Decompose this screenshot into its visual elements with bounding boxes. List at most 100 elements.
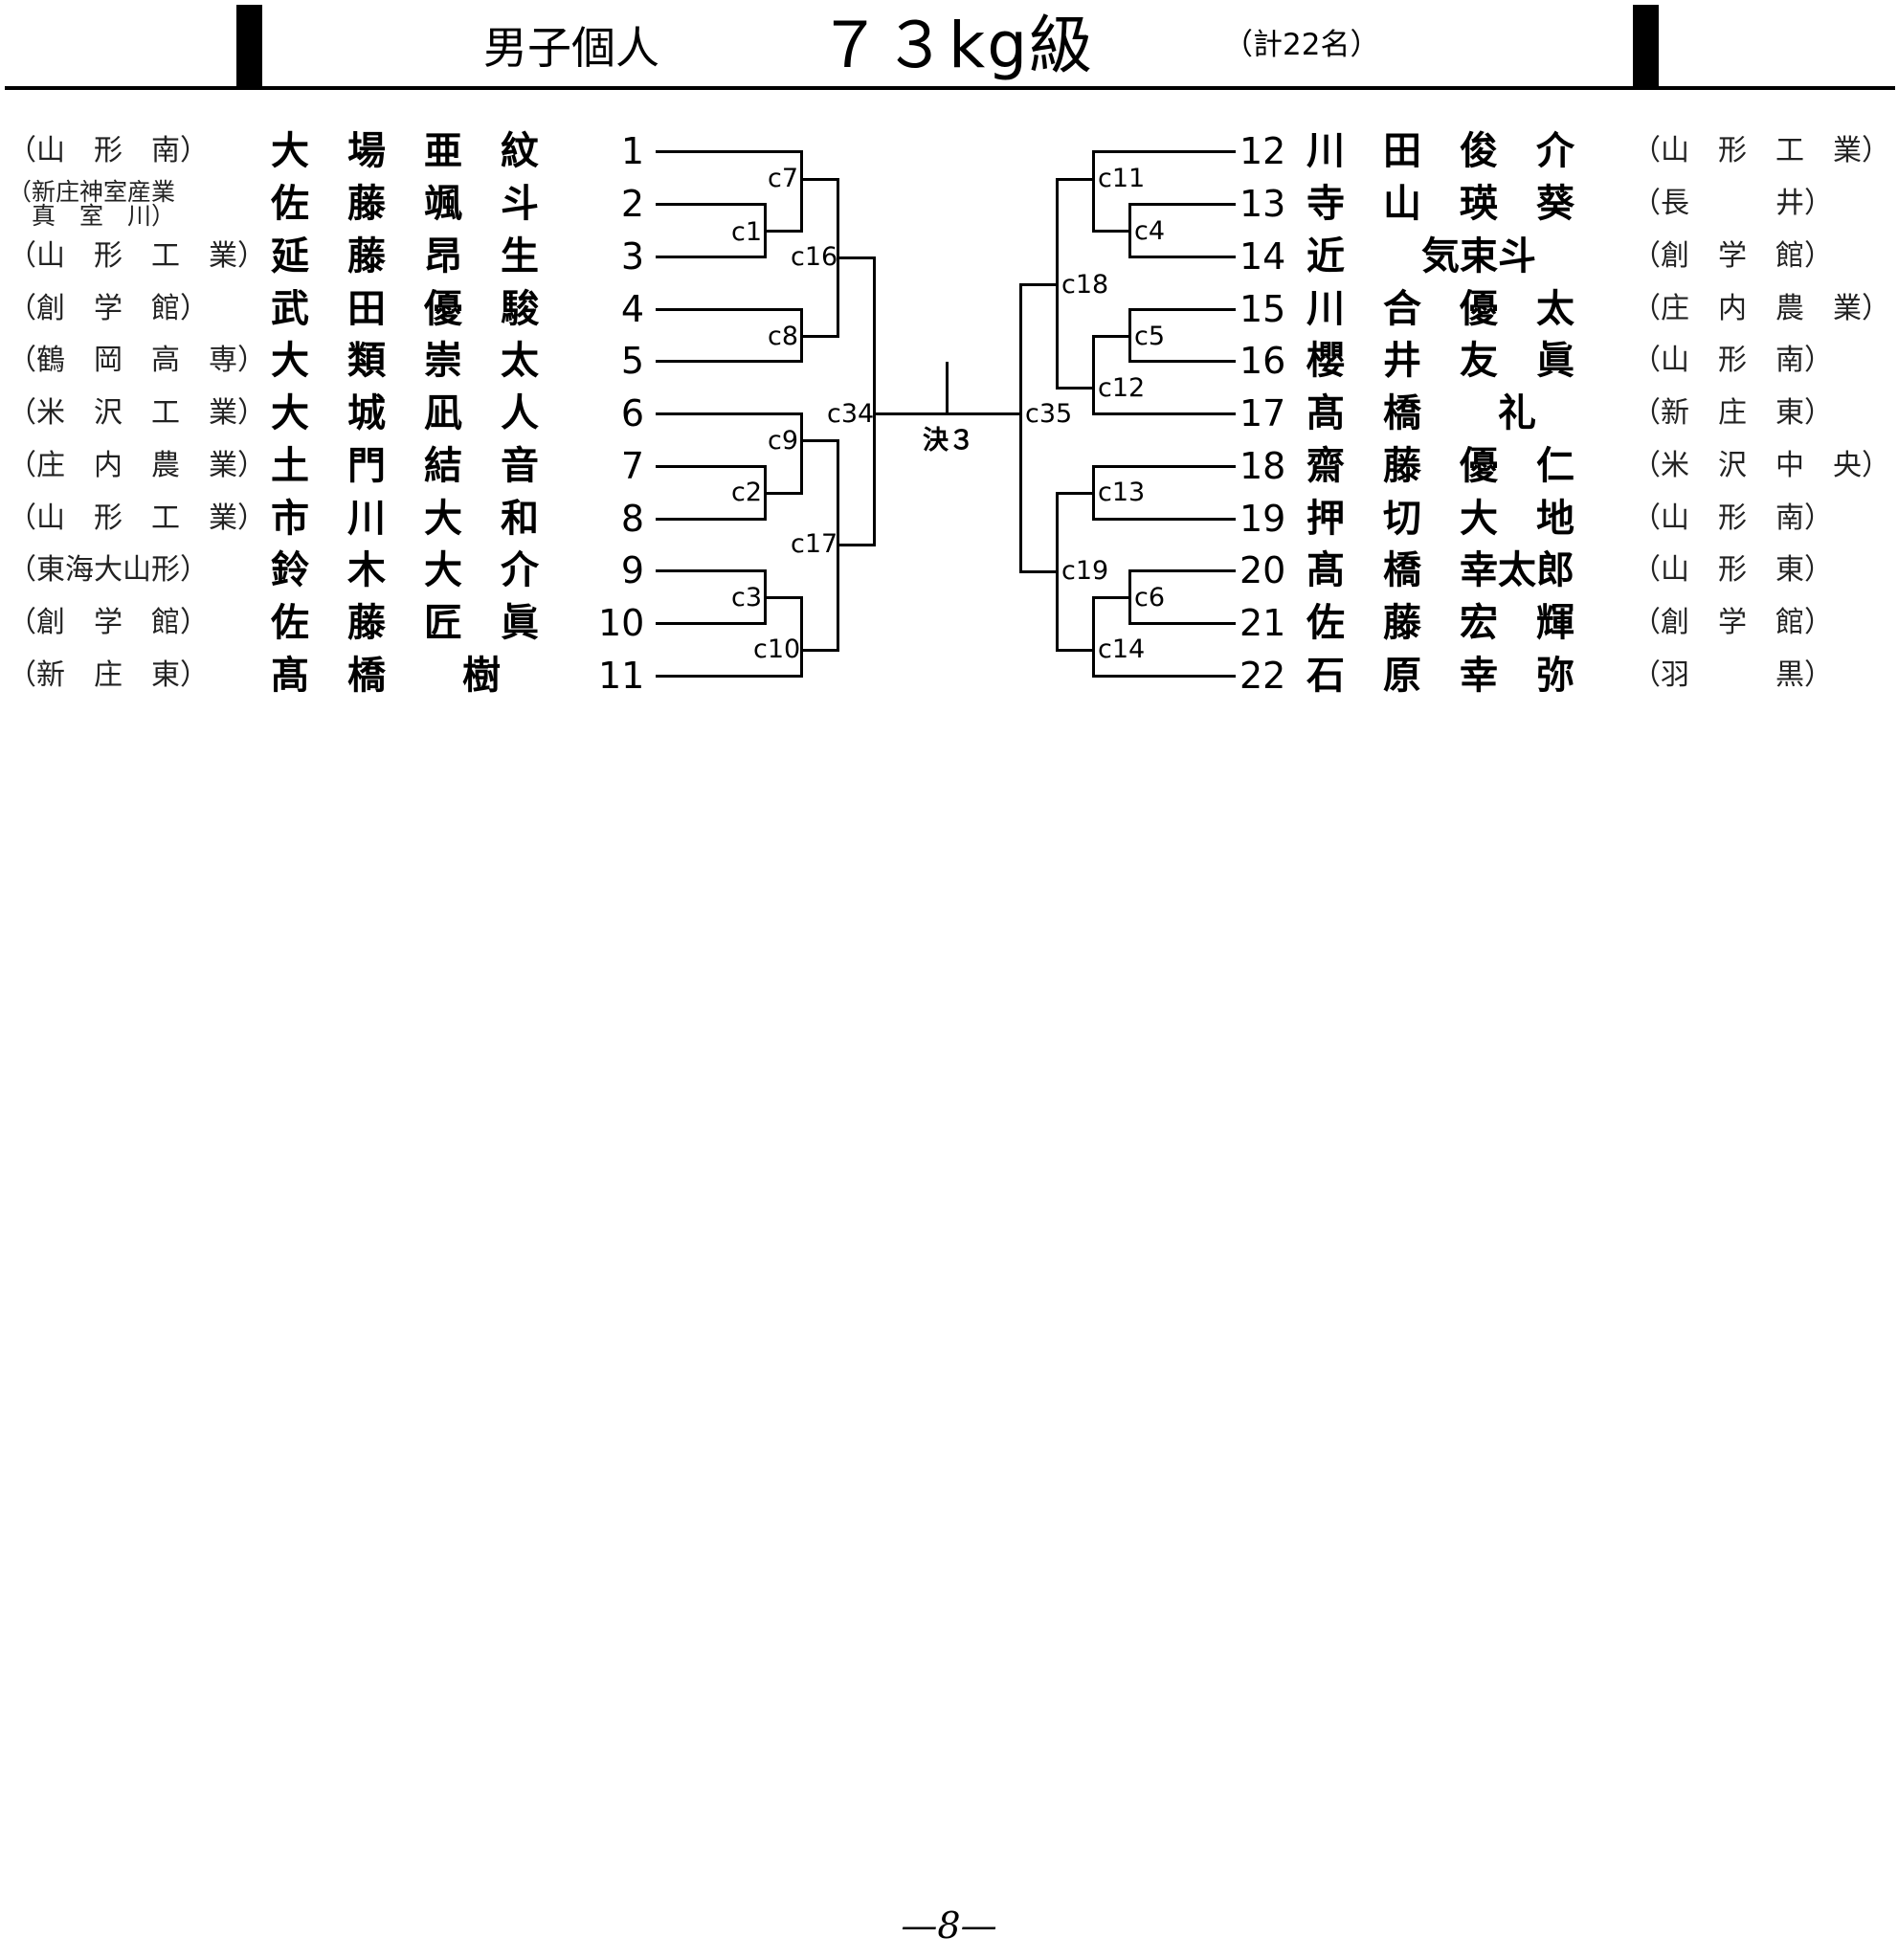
entry-row-13: 13 寺 山 瑛 葵 （長 井） xyxy=(1239,180,1895,228)
entry-name: 髙 橋 幸太郎 xyxy=(1306,548,1574,592)
entry-school: （東海大山形） xyxy=(8,553,209,587)
bracket-line xyxy=(1092,596,1130,599)
match-label-c9: c9 xyxy=(768,426,799,456)
bracket-line xyxy=(800,150,803,233)
match-label-c4: c4 xyxy=(1134,216,1166,246)
bracket-line xyxy=(1128,308,1236,311)
entry-school: （米 沢 工 業） xyxy=(8,396,266,430)
bracket-line xyxy=(656,675,802,678)
match-label-c14: c14 xyxy=(1098,635,1146,664)
bracket-line xyxy=(800,649,838,652)
entry-number: 12 xyxy=(1239,130,1286,172)
bracket-line xyxy=(656,203,766,206)
entry-school: （創 学 館） xyxy=(1632,606,1833,639)
bracket-line xyxy=(837,256,875,259)
bracket-line xyxy=(1019,283,1022,573)
bracket-line xyxy=(656,308,802,311)
match-label-c17: c17 xyxy=(791,529,838,559)
entry-name: 大 場 亜 紋 xyxy=(271,129,539,173)
bracket-line xyxy=(946,362,949,414)
match-label-c3: c3 xyxy=(731,583,763,612)
entry-number: 5 xyxy=(620,340,644,382)
entry-name: 櫻 井 友 眞 xyxy=(1306,339,1574,383)
match-label-c12: c12 xyxy=(1098,373,1146,403)
page-number: —8— xyxy=(901,1904,997,1947)
bracket-line xyxy=(1128,360,1236,363)
header-right-bar xyxy=(1633,5,1659,89)
entry-name: 寺 山 瑛 葵 xyxy=(1306,182,1574,226)
bracket-line xyxy=(1056,649,1094,652)
entry-school: （新 庄 東） xyxy=(8,658,209,692)
match-label-c16: c16 xyxy=(791,242,838,272)
entry-row-1: （山 形 南） 大 場 亜 紋 1 xyxy=(0,127,651,175)
bracket-line xyxy=(1092,675,1236,678)
bracket-line xyxy=(1092,335,1130,338)
bracket-line xyxy=(764,596,802,599)
match-label-c5: c5 xyxy=(1134,322,1166,351)
bracket-line xyxy=(1019,283,1058,286)
entry-school: （山 形 南） xyxy=(1632,344,1833,377)
entry-row-9: （東海大山形） 鈴 木 大 介 9 xyxy=(0,546,651,594)
bracket-line xyxy=(1128,569,1236,572)
entry-number: 8 xyxy=(620,498,644,540)
match-label-c10: c10 xyxy=(753,635,801,664)
entry-number: 13 xyxy=(1239,183,1286,225)
entry-name: 市 川 大 和 xyxy=(271,497,539,541)
entry-school: （創 学 館） xyxy=(1632,239,1833,273)
match-label-c1: c1 xyxy=(731,217,763,247)
entry-name: 佐 藤 宏 輝 xyxy=(1306,601,1574,645)
entry-name: 大 城 凪 人 xyxy=(271,391,539,435)
entry-name: 齋 藤 優 仁 xyxy=(1306,444,1574,488)
entry-school: （庄 内 農 業） xyxy=(1632,292,1890,325)
weight-class-title: ７３kg級 xyxy=(818,9,1095,82)
entry-number: 6 xyxy=(620,392,644,434)
entry-row-10: （創 学 館） 佐 藤 匠 眞 10 xyxy=(0,599,651,647)
entry-row-8: （山 形 工 業） 市 川 大 和 8 xyxy=(0,495,651,543)
entry-school: （山 形 東） xyxy=(1632,553,1833,587)
bracket-line xyxy=(800,178,838,181)
entry-row-21: 21 佐 藤 宏 輝 （創 学 館） xyxy=(1239,599,1895,647)
bracket-line xyxy=(1092,412,1236,415)
match-label-c18: c18 xyxy=(1061,270,1109,300)
bracket-line xyxy=(1092,335,1095,415)
entry-name: 川 田 俊 介 xyxy=(1306,129,1574,173)
entry-number: 19 xyxy=(1239,498,1286,540)
bracket-line xyxy=(656,256,766,258)
bracket-line xyxy=(764,492,802,495)
entry-school: （山 形 南） xyxy=(8,134,209,167)
entry-name: 鈴 木 大 介 xyxy=(271,548,539,592)
entry-school: （羽 黒） xyxy=(1632,658,1833,692)
bracket-line xyxy=(800,439,838,442)
entry-number: 11 xyxy=(598,655,645,697)
entry-row-20: 20 髙 橋 幸太郎 （山 形 東） xyxy=(1239,546,1895,594)
entry-name: 石 原 幸 弥 xyxy=(1306,654,1574,698)
entry-row-7: （庄 内 農 業） 土 門 結 音 7 xyxy=(0,442,651,490)
entry-school: （山 形 工 業） xyxy=(1632,134,1890,167)
entry-school: （米 沢 中 央） xyxy=(1632,449,1890,482)
bracket-line xyxy=(1128,622,1236,625)
bracket-line xyxy=(1092,150,1236,153)
entry-number: 9 xyxy=(620,549,644,591)
entry-row-6: （米 沢 工 業） 大 城 凪 人 6 xyxy=(0,390,651,437)
bracket-line xyxy=(800,412,803,495)
entry-row-11: （新 庄 東） 髙 橋 樹 11 xyxy=(0,652,651,700)
bracket-line xyxy=(1092,596,1095,678)
entry-number: 17 xyxy=(1239,392,1286,434)
entry-number: 21 xyxy=(1239,602,1286,644)
entrant-total: （計22名） xyxy=(1223,28,1380,62)
bracket-line xyxy=(1092,518,1236,521)
entry-name: 佐 藤 颯 斗 xyxy=(271,182,539,226)
header-left-bar xyxy=(236,5,262,89)
entry-school: （新 庄 東） xyxy=(1632,396,1833,430)
bracket-line xyxy=(1092,230,1130,233)
entry-name: 近 気束斗 xyxy=(1306,234,1536,278)
entry-row-18: 18 齋 藤 優 仁 （米 沢 中 央） xyxy=(1239,442,1895,490)
entry-school: （庄 内 農 業） xyxy=(8,449,266,482)
entry-number: 7 xyxy=(620,445,644,487)
bracket-line xyxy=(1056,492,1094,495)
entry-number: 15 xyxy=(1239,288,1286,330)
bracket-line xyxy=(800,596,803,678)
entry-name: 佐 藤 匠 眞 xyxy=(271,601,539,645)
entry-name: 土 門 結 音 xyxy=(271,444,539,488)
bracket-line xyxy=(656,622,766,625)
